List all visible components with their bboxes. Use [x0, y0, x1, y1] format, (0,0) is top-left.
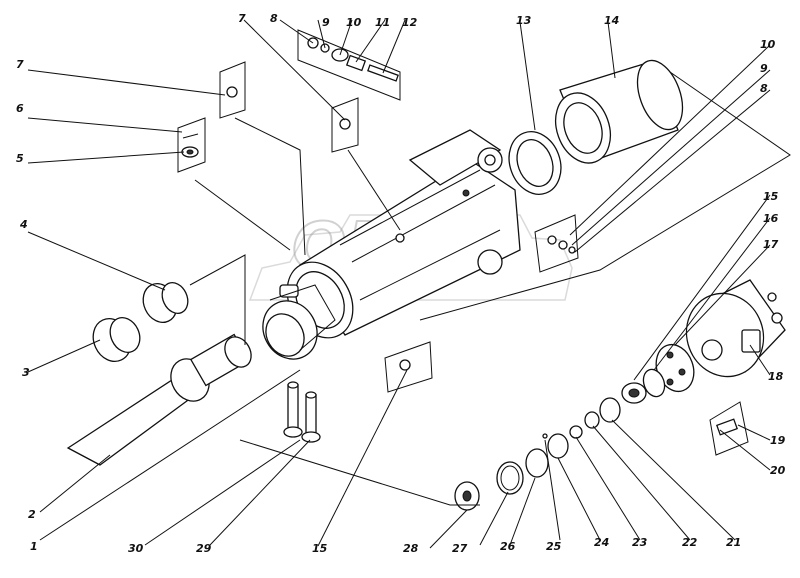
callout-c8a: 8: [270, 12, 278, 25]
callout-c16: 16: [763, 212, 779, 225]
callout-c24: 24: [594, 536, 609, 549]
leader-lines: [27, 19, 791, 549]
callout-c7a: 7: [16, 58, 24, 71]
washer-28: [454, 481, 480, 511]
callout-c30: 30: [128, 542, 144, 555]
disc-16: [642, 368, 666, 398]
callout-c28: 28: [403, 542, 419, 555]
callout-c10b: 10: [760, 38, 776, 51]
washer-21: [599, 397, 621, 423]
callout-c18: 18: [768, 370, 784, 383]
bolt-30: [283, 381, 303, 438]
washer-23: [569, 425, 583, 439]
washer-26: [525, 448, 549, 478]
callout-c29: 29: [196, 542, 212, 555]
washer-22: [584, 411, 600, 429]
callout-c21: 21: [726, 536, 741, 549]
callout-c11: 11: [375, 16, 390, 29]
callout-c22: 22: [682, 536, 698, 549]
washer-24: [547, 433, 569, 459]
seal-ring-13: [508, 131, 562, 195]
callout-c27: 27: [452, 542, 468, 555]
callout-c23: 23: [632, 536, 648, 549]
callout-c20: 20: [770, 464, 786, 477]
callout-c9b: 9: [760, 62, 768, 75]
callout-c10a: 10: [346, 16, 362, 29]
bushing-3: [92, 316, 141, 362]
callout-c8b: 8: [760, 82, 768, 95]
callout-c2: 2: [28, 508, 36, 521]
screw-box-15: [384, 341, 433, 393]
bolt-19: [709, 401, 749, 456]
accumulator-14: [554, 59, 684, 164]
callout-c17: 17: [763, 238, 779, 251]
callout-c4: 4: [19, 218, 28, 231]
callout-c15a: 15: [763, 190, 779, 203]
callout-c25: 25: [546, 540, 562, 553]
rear-cap-18: [685, 279, 786, 378]
washer-25: [542, 433, 548, 439]
callout-c12: 12: [402, 16, 418, 29]
callout-c14: 14: [604, 14, 619, 27]
callout-c9a: 9: [322, 16, 330, 29]
bolt-29: [301, 391, 321, 443]
callout-c7b: 7: [238, 12, 246, 25]
disc-15: [621, 382, 647, 404]
seal-and-ring-box: [177, 117, 206, 173]
chisel-tool: [66, 333, 252, 466]
valve-assembly-top: [297, 29, 401, 101]
bushing-4: [142, 281, 189, 323]
callout-c6: 6: [16, 102, 24, 115]
callout-c15b: 15: [312, 542, 328, 555]
callout-c19: 19: [770, 434, 786, 447]
grease-fitting-b: [331, 97, 359, 153]
callout-c13: 13: [516, 14, 532, 27]
grease-fitting-a: [219, 61, 246, 119]
head-end-housing: [262, 284, 336, 360]
callout-c26: 26: [500, 540, 516, 553]
callout-c5: 5: [16, 152, 24, 165]
callout-c1: 1: [30, 540, 38, 553]
washer-27: [496, 461, 524, 495]
callout-c3: 3: [22, 366, 30, 379]
valve-set-right: [534, 214, 579, 273]
